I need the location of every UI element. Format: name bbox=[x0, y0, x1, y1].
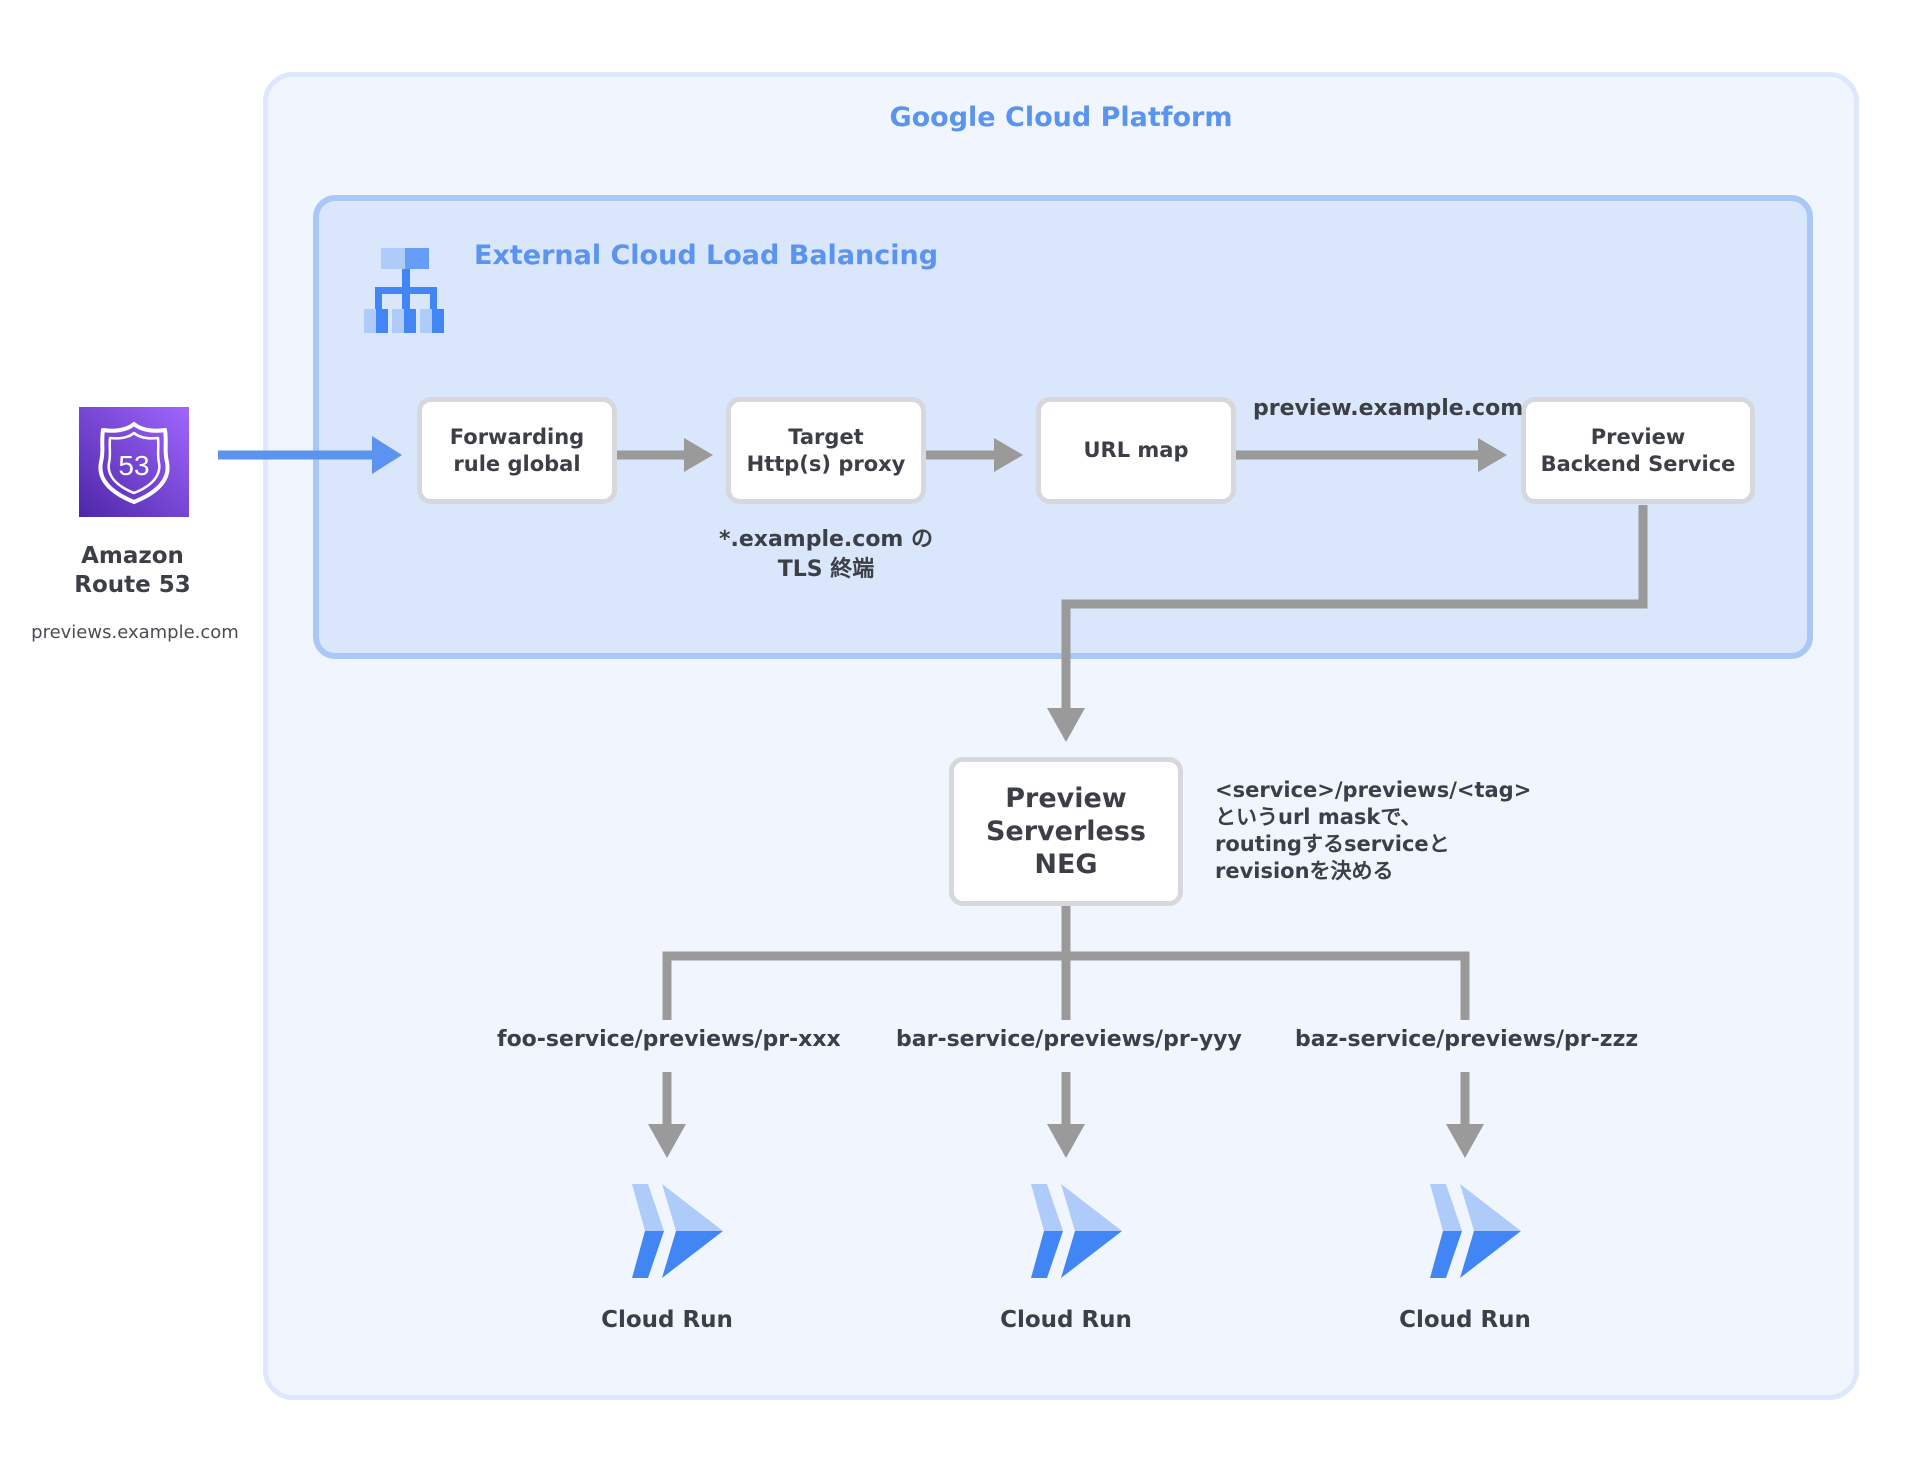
ingress-arrowhead bbox=[372, 436, 402, 474]
cloud-run-icon bbox=[1031, 1184, 1122, 1278]
forwarding-rule-label: Forwarding rule global bbox=[449, 424, 585, 476]
backend-service-node: Preview Backend Service bbox=[1521, 397, 1755, 504]
gcp-title: Google Cloud Platform bbox=[889, 102, 1233, 133]
arrowhead-to-foo bbox=[648, 1124, 686, 1158]
target-proxy-node: Target Http(s) proxy bbox=[726, 397, 926, 504]
shield-number: 53 bbox=[118, 450, 149, 481]
route-label-foo: foo-service/previews/pr-xxx bbox=[497, 1027, 841, 1052]
cloud-run-label-foo: Cloud Run bbox=[601, 1307, 733, 1333]
serverless-neg-label: Preview Serverless NEG bbox=[985, 783, 1146, 880]
backend-service-label: Preview Backend Service bbox=[1540, 424, 1736, 476]
connector-backend-to-neg bbox=[1061, 505, 1648, 708]
shield-icon: 53 bbox=[98, 422, 170, 504]
url-map-node: URL map bbox=[1036, 397, 1236, 504]
cloud-run-label-bar: Cloud Run bbox=[1000, 1307, 1132, 1333]
tls-termination-note: *.example.com の TLS 終端 bbox=[718, 527, 934, 582]
route-label-baz: baz-service/previews/pr-zzz bbox=[1295, 1027, 1639, 1052]
forwarding-rule-node: Forwarding rule global bbox=[417, 397, 617, 504]
url-mask-note: <service>/previews/<tag> というurl maskで、 r… bbox=[1215, 778, 1532, 883]
url-map-label: URL map bbox=[1083, 438, 1189, 462]
route-label-bar: bar-service/previews/pr-yyy bbox=[896, 1027, 1242, 1052]
arrowhead-to-backend bbox=[1478, 438, 1507, 472]
arrowhead-to-neg bbox=[1047, 708, 1085, 742]
arrowhead-to-baz bbox=[1446, 1124, 1484, 1158]
target-proxy-label: Target Http(s) proxy bbox=[746, 424, 906, 476]
arrowhead-to-urlmap bbox=[994, 438, 1023, 472]
cloud-run-label-baz: Cloud Run bbox=[1399, 1307, 1531, 1333]
arrowhead-to-proxy bbox=[684, 438, 713, 472]
cloud-run-icon bbox=[1430, 1184, 1521, 1278]
load-balancer-icon bbox=[364, 248, 444, 333]
route53-hostname: previews.example.com bbox=[31, 622, 239, 643]
cloud-run-icon bbox=[632, 1184, 723, 1278]
arrowhead-to-bar bbox=[1047, 1124, 1085, 1158]
route53-title: Amazon Route 53 bbox=[74, 543, 191, 598]
serverless-neg-node: Preview Serverless NEG bbox=[949, 757, 1183, 906]
load-balancer-title: External Cloud Load Balancing bbox=[474, 240, 939, 271]
host-rule-label: preview.example.com bbox=[1253, 396, 1524, 421]
route53-icon: 53 bbox=[79, 407, 189, 517]
